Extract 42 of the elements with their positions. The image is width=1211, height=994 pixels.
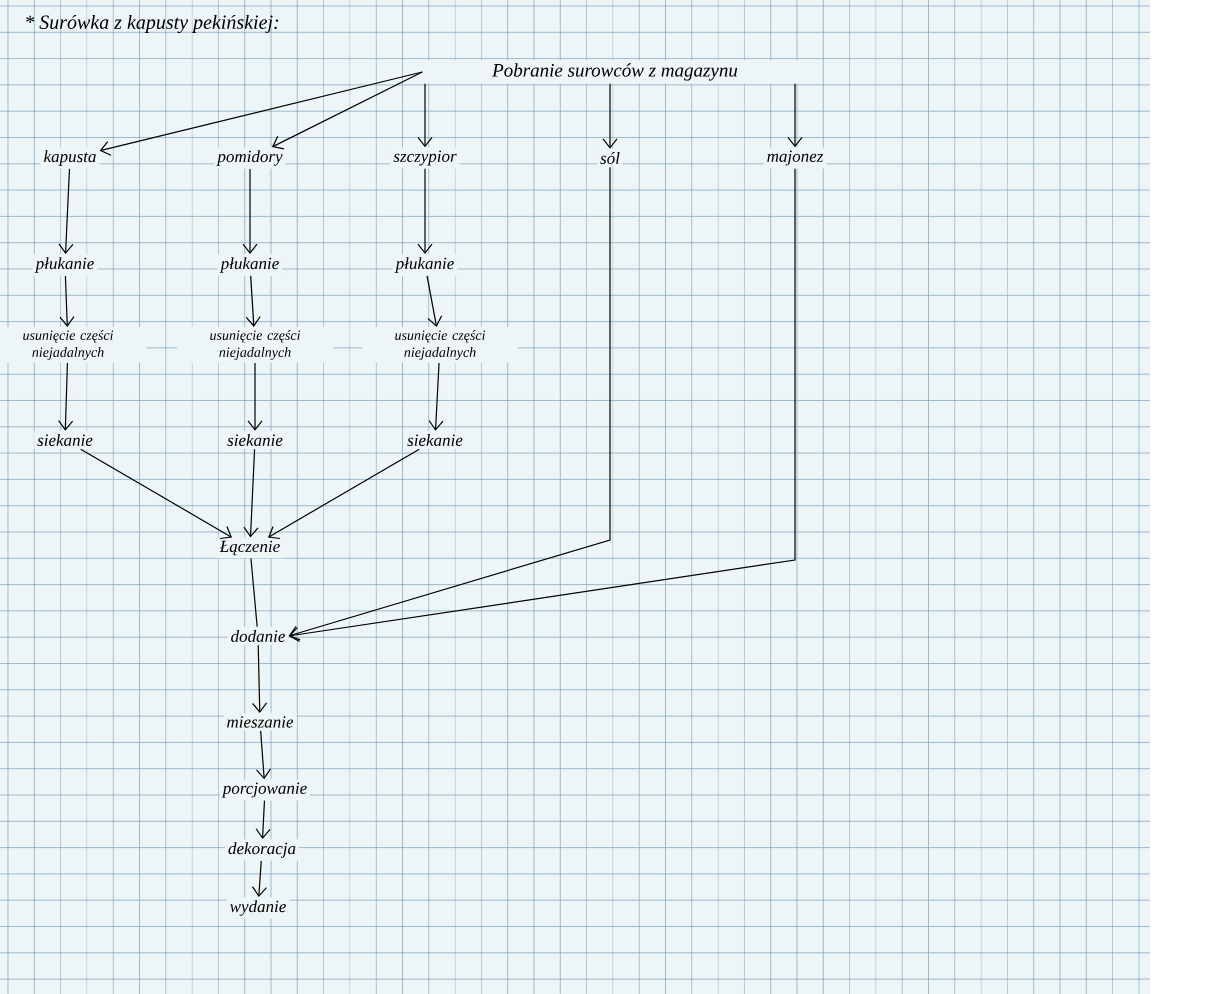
arrow	[602, 83, 618, 149]
arrow	[58, 362, 74, 431]
arrow	[288, 166, 611, 641]
arrow	[426, 275, 443, 327]
step-text: usunięcie części niejadalnych	[0, 327, 146, 363]
arrow	[242, 168, 258, 255]
arrow	[271, 71, 423, 150]
step-text: usunięcie części niejadalnych	[177, 327, 333, 363]
step-text: usunięcie części niejadalnych	[362, 327, 518, 363]
arrow	[428, 362, 444, 431]
step-text: siekanie	[34, 431, 96, 449]
arrow	[247, 362, 263, 431]
arrow	[251, 860, 268, 898]
arrow	[59, 275, 75, 327]
arrow	[243, 448, 259, 538]
arrow	[267, 448, 420, 540]
step-text: Pobranie surowców z magazynu	[422, 60, 808, 84]
step-text: pomidory	[214, 147, 286, 169]
arrow	[787, 83, 803, 148]
step-text: płukanie	[32, 254, 98, 276]
arrow	[80, 448, 233, 540]
arrow	[245, 275, 261, 327]
arrow	[417, 83, 433, 148]
step-text: kapusta	[40, 147, 100, 169]
arrow	[417, 168, 433, 255]
arrow	[255, 800, 271, 840]
step-text: mieszanie	[223, 713, 297, 731]
step-text: płukanie	[392, 254, 458, 276]
arrow	[58, 168, 74, 255]
arrow	[99, 71, 423, 156]
step-text: szczypior	[390, 147, 460, 169]
arrow	[288, 168, 796, 643]
step-text: dodanie	[227, 627, 289, 645]
step-text: dekoracja	[225, 839, 299, 861]
title: * Surówka z kapusty pekińskiej:	[26, 14, 279, 34]
step-text: siekanie	[404, 431, 466, 449]
step-text: wydanie	[226, 897, 290, 919]
step-text: siekanie	[224, 431, 286, 449]
step-text: płukanie	[217, 254, 283, 276]
step-text: sól	[597, 149, 623, 167]
arrow	[251, 644, 268, 714]
arrow	[255, 730, 272, 780]
